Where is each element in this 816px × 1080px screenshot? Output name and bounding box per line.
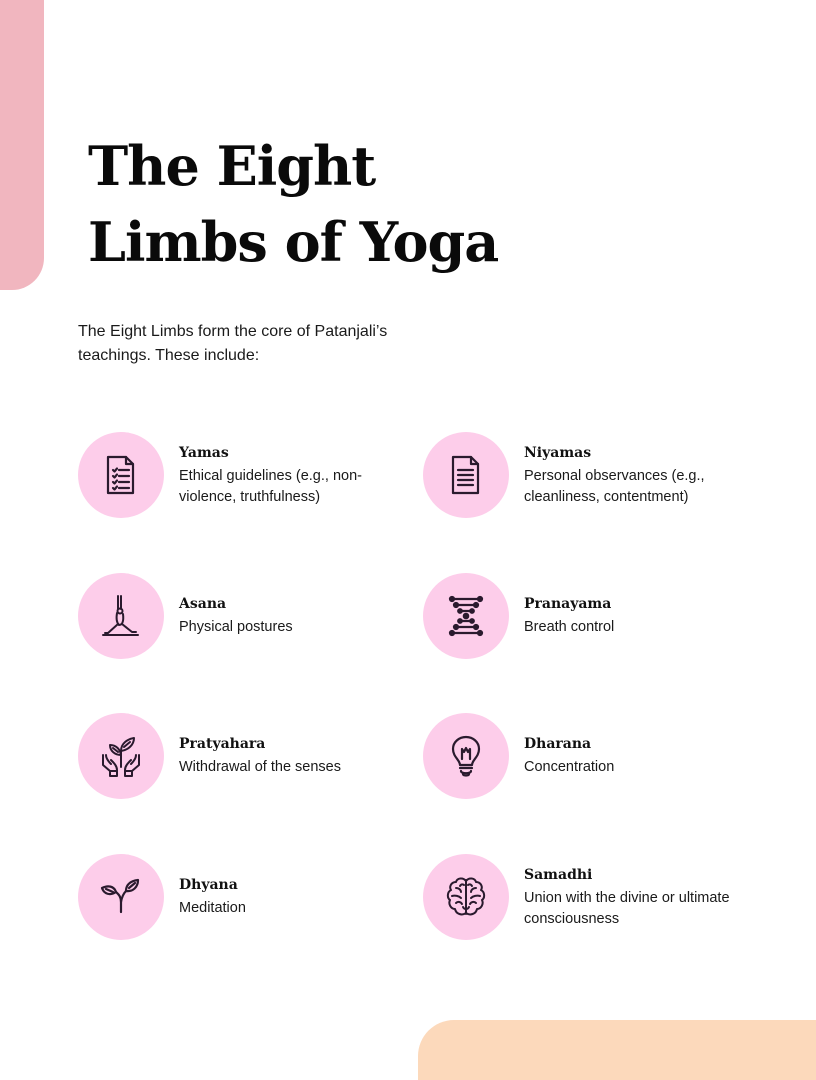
limb-description: Union with the divine or ultimate consci… xyxy=(524,889,730,927)
hands-plant-icon xyxy=(102,737,140,777)
page-title: The Eight Limbs of Yoga xyxy=(88,128,499,280)
limb-item-yamas: Yamas Ethical guidelines (e.g., non-viol… xyxy=(78,432,394,518)
limb-description: Ethical guidelines (e.g., non-violence, … xyxy=(179,467,362,505)
icon-circle xyxy=(423,713,509,799)
limb-description: Withdrawal of the senses xyxy=(179,759,341,775)
limb-item-asana: Asana Physical postures xyxy=(78,573,394,659)
limb-item-niyamas: Niyamas Personal observances (e.g., clea… xyxy=(423,432,739,518)
lightbulb-icon xyxy=(451,735,481,777)
breath-dna-icon xyxy=(448,595,484,637)
limb-item-pranayama: Pranayama Breath control xyxy=(423,573,739,659)
lined-document-icon xyxy=(451,455,480,495)
limb-description: Physical postures xyxy=(179,619,293,635)
intro-paragraph: The Eight Limbs form the core of Patanja… xyxy=(78,323,388,364)
icon-circle xyxy=(78,713,164,799)
title-line-2: Limbs of Yoga xyxy=(88,210,499,274)
limb-name: Asana xyxy=(179,596,227,612)
limb-item-samadhi: Samadhi Union with the divine or ultimat… xyxy=(423,854,739,940)
icon-circle xyxy=(78,432,164,518)
limb-name: Yamas xyxy=(179,444,229,461)
limb-name: Samadhi xyxy=(524,866,593,883)
decorative-bottom-shape xyxy=(418,1020,816,1080)
yoga-pose-icon xyxy=(102,595,139,636)
icon-circle xyxy=(78,573,164,659)
brain-icon xyxy=(446,877,486,916)
checklist-document-icon xyxy=(106,455,135,495)
limb-item-dharana: Dharana Concentration xyxy=(423,713,739,799)
limb-name: Dharana xyxy=(524,736,592,752)
limb-name: Pranayama xyxy=(524,596,612,612)
limb-name: Pratyahara xyxy=(179,736,266,752)
decorative-left-bar xyxy=(0,0,44,290)
limb-description: Personal observances (e.g., cleanliness,… xyxy=(524,467,705,505)
title-line-1: The Eight xyxy=(88,134,376,198)
limb-description: Concentration xyxy=(524,759,615,775)
limb-item-dhyana: Dhyana Meditation xyxy=(78,854,394,940)
limb-name: Niyamas xyxy=(524,444,592,461)
limb-item-pratyahara: Pratyahara Withdrawal of the senses xyxy=(78,713,394,799)
icon-circle xyxy=(423,432,509,518)
limb-name: Dhyana xyxy=(179,877,238,893)
sprout-icon xyxy=(100,878,140,914)
icon-circle xyxy=(423,573,509,659)
icon-circle xyxy=(78,854,164,940)
icon-circle xyxy=(423,854,509,940)
limb-description: Meditation xyxy=(179,900,246,916)
limb-description: Breath control xyxy=(524,619,615,635)
